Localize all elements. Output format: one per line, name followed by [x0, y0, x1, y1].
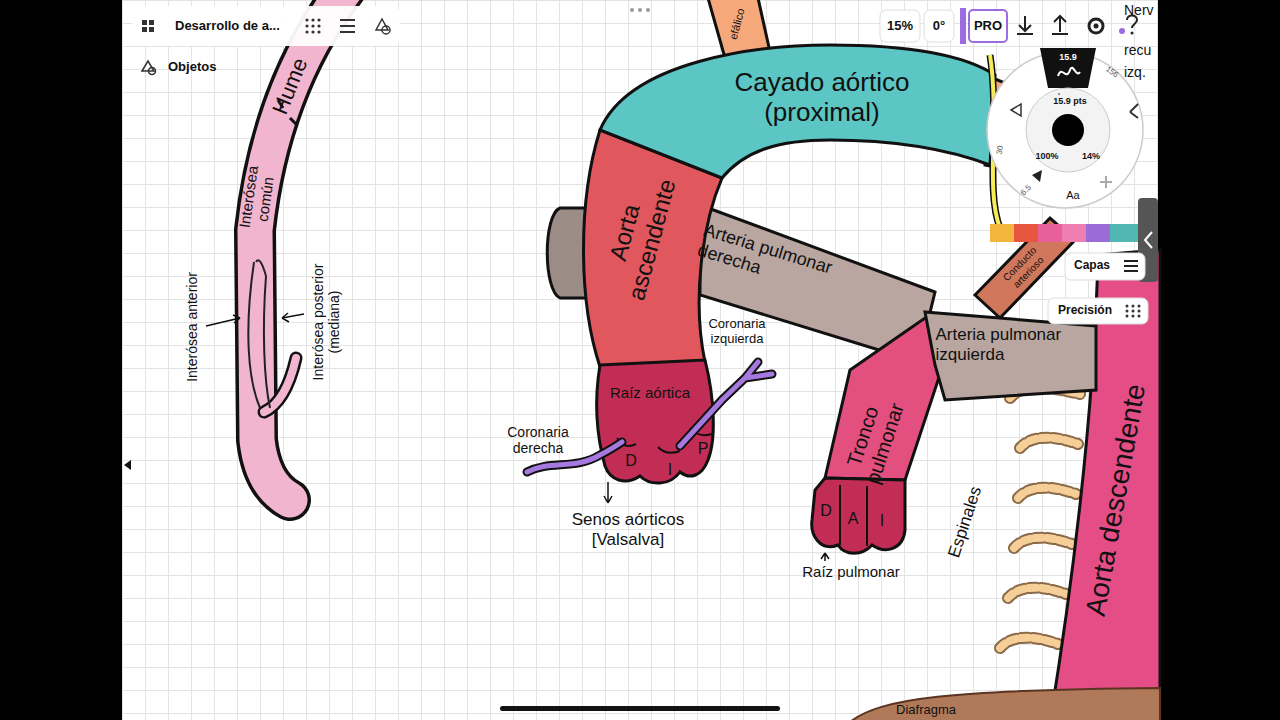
artery-segment: Arteria pulmonar derecha: [692, 216, 878, 313]
zoom-value: 15%: [887, 19, 913, 34]
panel-button: Capas: [1074, 259, 1110, 273]
artery-label: Coronaria izquierda: [695, 317, 780, 347]
artery-segment: Arteria pulmonar izquierda: [932, 322, 1093, 368]
node-text: I: [880, 512, 884, 530]
artery-segment: Tronco pulmonar: [833, 382, 914, 498]
node-text: D: [820, 502, 832, 520]
node-text: Diafragma: [896, 703, 956, 718]
node-text: Tronco pulmonar: [837, 385, 912, 494]
artery-segment: Aorta descendente: [1076, 378, 1155, 622]
smoothing-value: 14%: [1082, 151, 1100, 161]
node-text: P: [698, 440, 709, 458]
opacity-value: 100%: [1035, 151, 1058, 161]
node-text: efálico: [727, 7, 747, 41]
node-text: D: [625, 452, 637, 470]
callout-label: Raíz pulmonar: [802, 563, 900, 580]
node-text: Raíz aórtica: [610, 384, 690, 401]
node-text: Arteria pulmonar derecha: [695, 220, 874, 311]
partial-label: Nerv: [1124, 2, 1154, 18]
handwritten-note: Senos aórticos [Valsalva]: [553, 510, 703, 549]
node-text: Aorta ascendente: [594, 164, 682, 309]
valve-root: Raíz aórticaD I P: [606, 381, 711, 482]
artery-label: Interósea posterior (mediana): [310, 242, 342, 402]
artery-segment: Conducto arterioso: [993, 237, 1054, 299]
artery-band: efálico: [723, 4, 750, 44]
dial-number: 6.5: [1019, 183, 1033, 197]
node-text: Hume: [267, 54, 312, 118]
muscle-band: Diafragma: [893, 699, 959, 720]
node-text: A: [848, 510, 859, 528]
artery-label: Interósea anterior: [184, 272, 200, 382]
node-text: Interósea común: [234, 156, 279, 240]
valve-root: DA I: [817, 498, 888, 533]
file-title: Desarrollo de a...: [175, 19, 280, 34]
angle-value: 0°: [933, 19, 945, 34]
brush-size: 15.9 pts: [1053, 96, 1087, 106]
pro-badge: PRO: [974, 19, 1002, 34]
node-text: Cayado aórtico (proximal): [697, 68, 947, 128]
node-text: Arteria pulmonar izquierda: [936, 325, 1091, 364]
panel-button: Precisión: [1058, 304, 1112, 318]
artery-segment: Aorta ascendente: [590, 160, 685, 311]
artery-label: Coronaria derecha: [496, 424, 581, 456]
artery-segment: Cayado aórtico (proximal): [694, 65, 950, 131]
node-text: I: [668, 461, 672, 479]
dial-number: 156: [1104, 64, 1120, 79]
brush-size: 15.9: [1059, 52, 1077, 62]
artery-label: Espinales: [944, 484, 985, 560]
text-tool: Aa: [1066, 189, 1079, 202]
node-text: Conducto arterioso: [997, 240, 1052, 296]
menu-item: Objetos: [168, 60, 216, 75]
node-text: Aorta descendente: [1080, 381, 1153, 618]
partial-label: recu: [1124, 42, 1151, 58]
dial-number: 30: [995, 145, 1006, 155]
partial-label: izq.: [1124, 64, 1146, 80]
artery-band: HumeInterósea común: [231, 51, 316, 243]
